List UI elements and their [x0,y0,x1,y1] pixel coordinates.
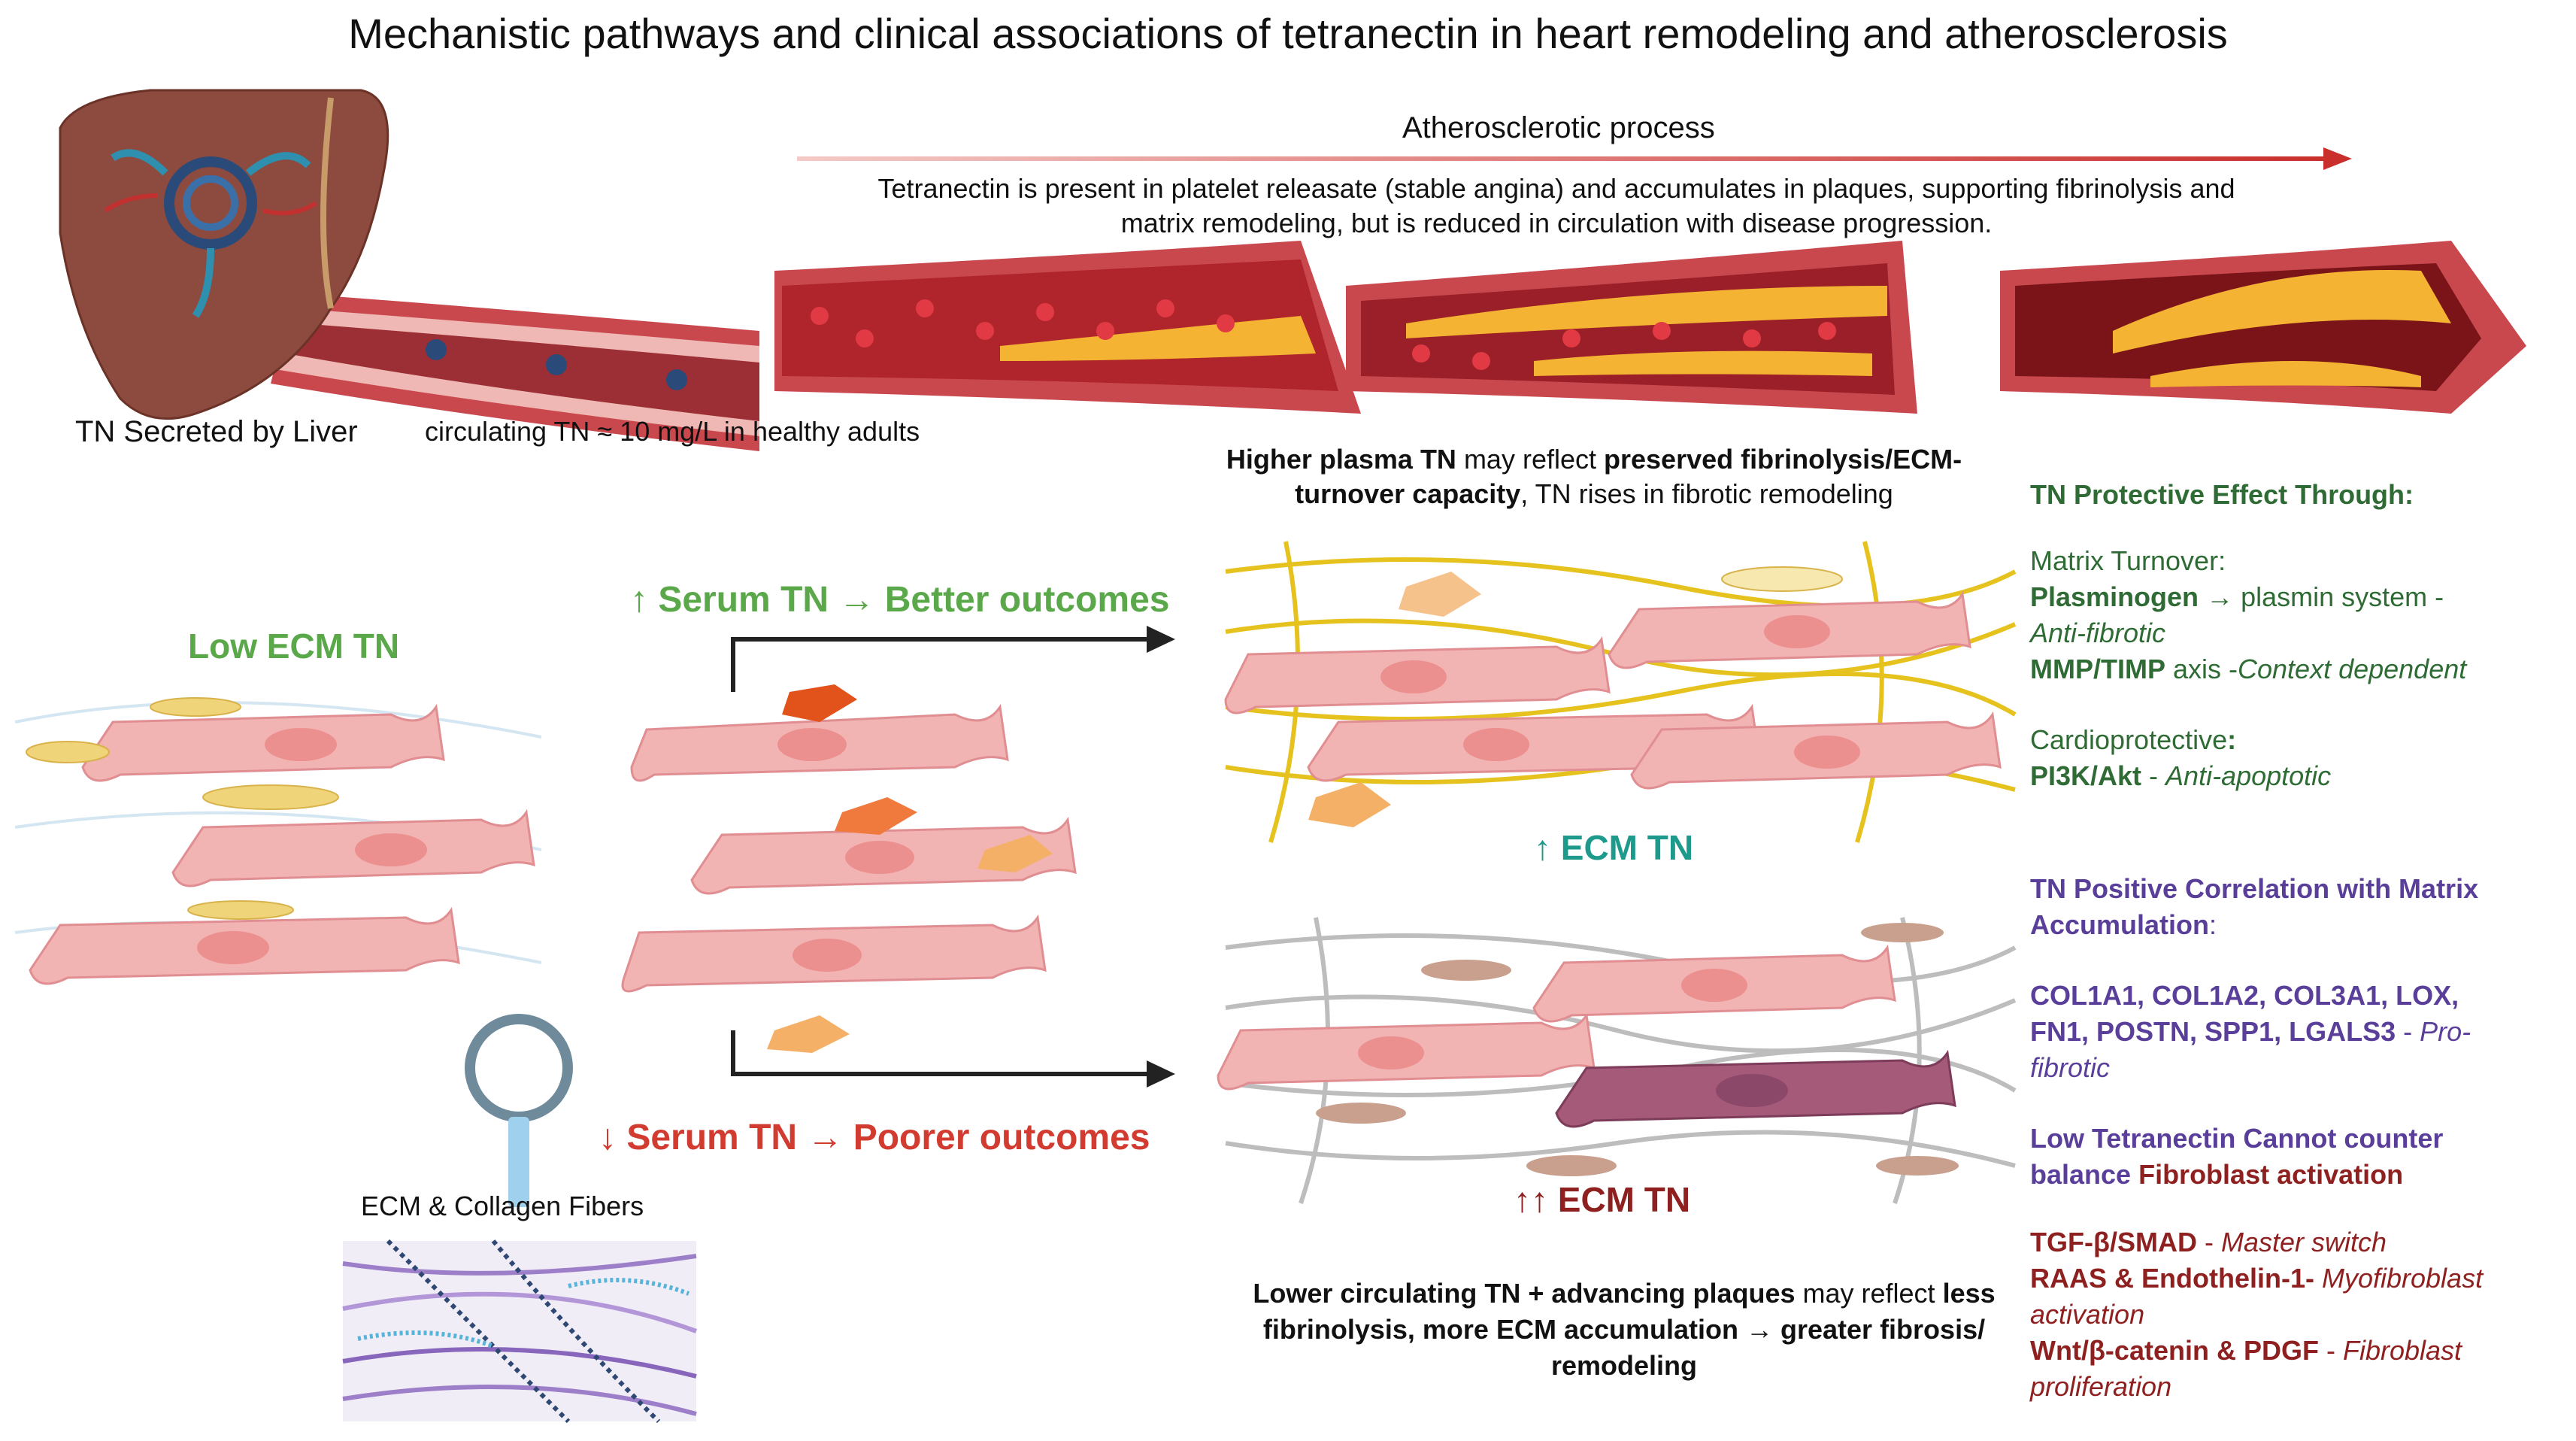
ecm-tn-up-label: ↑ ECM TN [1534,828,1694,867]
protective-section: TN Protective Effect Through: Matrix Tur… [2030,477,2466,794]
athero-process-label: Atherosclerotic process [1402,111,1715,144]
ecm-fibers-label: ECM & Collagen Fibers [361,1191,644,1221]
tissue-ecm-up [1224,541,2017,843]
page-title: Mechanistic pathways and clinical associ… [348,10,2228,57]
pathways-section: TGF-β/SMAD - Master switch RAAS & Endoth… [2030,1227,2484,1402]
athero-description: Tetranectin is present in platelet relea… [877,173,2235,238]
bottom-caption: Lower circulating TN + advancing plaques… [1253,1278,1996,1381]
upper-caption: Higher plasma TN may reflect preserved f… [1226,444,1962,509]
circulating-level: circulating TN ≈ 10 mg/L in healthy adul… [425,416,920,447]
liver-label: TN Secreted by Liver [75,415,358,448]
protective-heading: TN Protective Effect Through: [2030,479,2414,510]
low-ecm-tissue [14,697,542,985]
low-ecm-tn-label: Low ECM TN [188,626,400,666]
ecm-tn-up-up-label: ↑↑ ECM TN [1514,1180,1691,1219]
vessel-stage-1 [774,241,1361,414]
middle-tissue [621,684,1077,1053]
collagen-fibers-image [342,1239,698,1424]
serum-better-label: ↑ Serum TN → Better outcomes [630,580,1170,620]
tissue-ecm-up-up [1217,917,2017,1204]
arrow-better [731,626,1175,692]
correlation-section: TN Positive Correlation with Matrix Accu… [2030,873,2479,1190]
serum-poorer-label: ↓ Serum TN → Poorer outcomes [599,1118,1150,1157]
vessel-stage-2 [1346,241,1917,414]
vessel-stage-3 [2000,241,2526,414]
arrow-poorer [731,1030,1175,1088]
liver-illustration [59,89,759,451]
magnifier-icon [465,1014,573,1207]
athero-arrow [797,147,2352,170]
